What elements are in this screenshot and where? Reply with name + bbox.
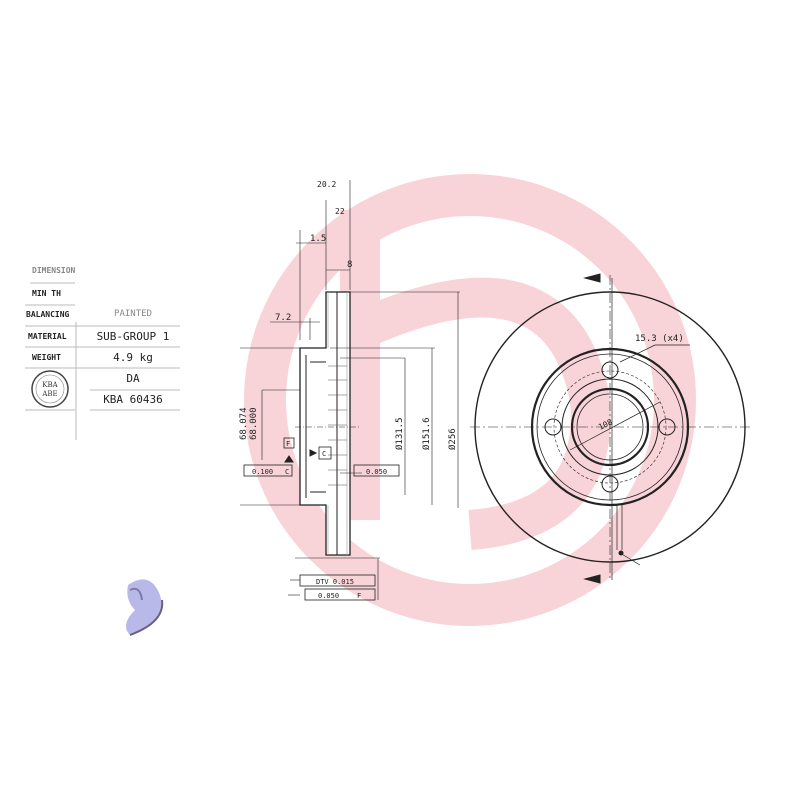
front-view — [470, 273, 750, 584]
svg-text:0.050: 0.050 — [318, 592, 339, 600]
spec-label-material: MATERIAL — [28, 332, 67, 341]
svg-text:68.074: 68.074 — [239, 407, 249, 440]
svg-text:C: C — [285, 468, 289, 476]
spec-value-balancing: PAINTED — [114, 309, 152, 319]
svg-text:ABE: ABE — [41, 390, 57, 398]
side-view — [240, 180, 460, 601]
svg-text:0.050: 0.050 — [366, 468, 387, 476]
svg-text:F: F — [286, 440, 290, 448]
svg-text:C: C — [322, 450, 326, 458]
spec-label-weight: WEIGHT — [32, 353, 61, 362]
spec-value-material: SUB-GROUP 1 — [96, 330, 170, 343]
side-view-labels: 20.2 22 1.5 8 7.2 68.074 68.000 Ø131.5 Ø… — [239, 180, 458, 600]
spec-value-weight: 4.9 kg — [113, 351, 153, 364]
spec-table-grid — [25, 282, 180, 440]
disc-thumbnail — [126, 579, 164, 636]
svg-text:Ø151.6: Ø151.6 — [421, 417, 432, 450]
brand-watermark — [244, 174, 696, 626]
spec-label-min-th: MIN TH — [32, 289, 61, 298]
svg-text:7.2: 7.2 — [275, 313, 291, 323]
svg-text:1.5: 1.5 — [310, 234, 326, 244]
svg-text:8: 8 — [347, 260, 352, 270]
svg-text:20.2: 20.2 — [317, 180, 336, 189]
svg-text:68.000: 68.000 — [249, 407, 259, 440]
spec-value-da: DA — [126, 372, 140, 385]
svg-text:Ø131.5: Ø131.5 — [394, 417, 405, 450]
svg-text:KBA: KBA — [42, 381, 58, 389]
svg-text:22: 22 — [335, 207, 345, 216]
spec-label-dimension: DIMENSION — [32, 266, 76, 275]
svg-text:Ø256: Ø256 — [447, 428, 458, 450]
svg-text:F: F — [357, 592, 361, 600]
spec-value-kba: KBA 60436 — [103, 393, 163, 406]
bolt-hole-label: 15.3 (x4) — [635, 334, 684, 344]
svg-text:DTV 0.015: DTV 0.015 — [316, 578, 354, 586]
svg-text:0.100: 0.100 — [252, 468, 273, 476]
spec-label-balancing: BALANCING — [26, 310, 70, 319]
kba-seal: KBA ABE — [31, 370, 69, 408]
